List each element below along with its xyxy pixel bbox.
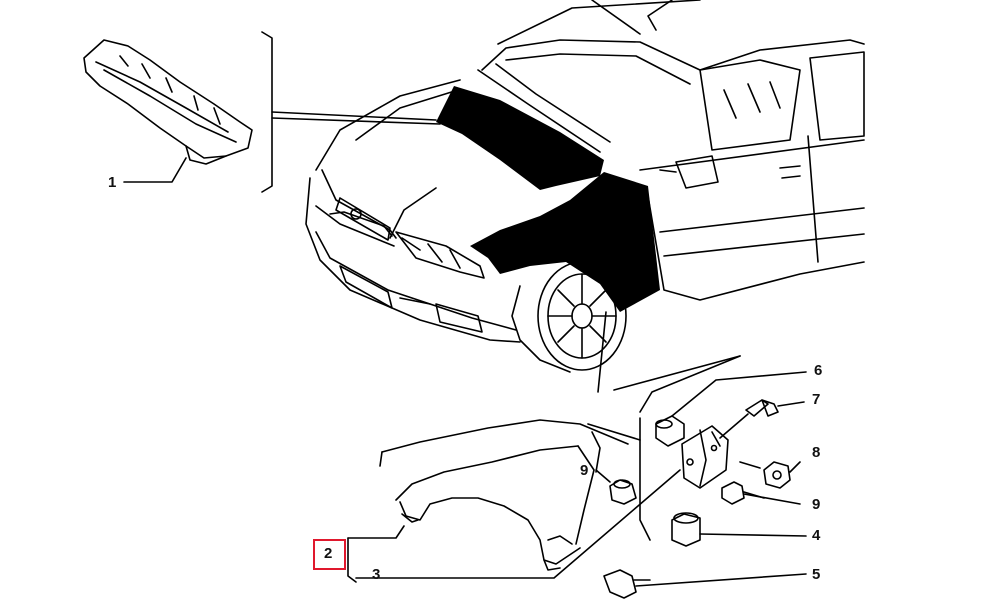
detail-bracket	[639, 355, 741, 413]
callout-6[interactable]: 6	[814, 362, 823, 379]
leader-line-1	[123, 157, 187, 183]
callout-3[interactable]: 3	[372, 566, 381, 583]
leader-bracket-2	[347, 537, 357, 583]
callout-5[interactable]: 5	[812, 566, 821, 583]
highlight-fender-area	[470, 172, 660, 312]
callout-8[interactable]: 8	[812, 444, 821, 461]
leader-line-cowl	[271, 111, 437, 121]
screw-5[interactable]	[603, 569, 807, 599]
spacer-nut-4[interactable]	[671, 512, 807, 547]
mounting-bracket[interactable]	[681, 425, 729, 489]
callout-9-left[interactable]: 9	[580, 462, 589, 479]
hex-nut-8[interactable]	[739, 461, 801, 489]
bolt-9-right[interactable]	[721, 481, 801, 505]
leader-line-2a	[347, 525, 405, 539]
callout-7[interactable]: 7	[812, 391, 821, 408]
callout-9-right[interactable]: 9	[812, 496, 821, 513]
cowl-panel-part[interactable]	[83, 39, 253, 165]
leader-line-fender	[597, 311, 607, 393]
clip-nut-6[interactable]	[655, 371, 807, 447]
leader-line-detail	[613, 355, 741, 391]
selected-callout-box	[313, 539, 346, 570]
highlight-cowl-area	[436, 86, 604, 190]
wiper-arms	[477, 63, 611, 153]
callout-2[interactable]: 2	[324, 545, 333, 562]
screw-7[interactable]	[719, 399, 805, 439]
fender-part[interactable]	[379, 419, 641, 571]
leader-line-3	[355, 469, 681, 579]
car-outline	[305, 0, 865, 373]
nut-9-left[interactable]	[595, 469, 637, 505]
callout-4[interactable]: 4	[812, 527, 821, 544]
leader-bracket-1	[261, 31, 273, 193]
detail-bracket-2	[639, 417, 651, 541]
callout-1[interactable]: 1	[108, 174, 117, 191]
